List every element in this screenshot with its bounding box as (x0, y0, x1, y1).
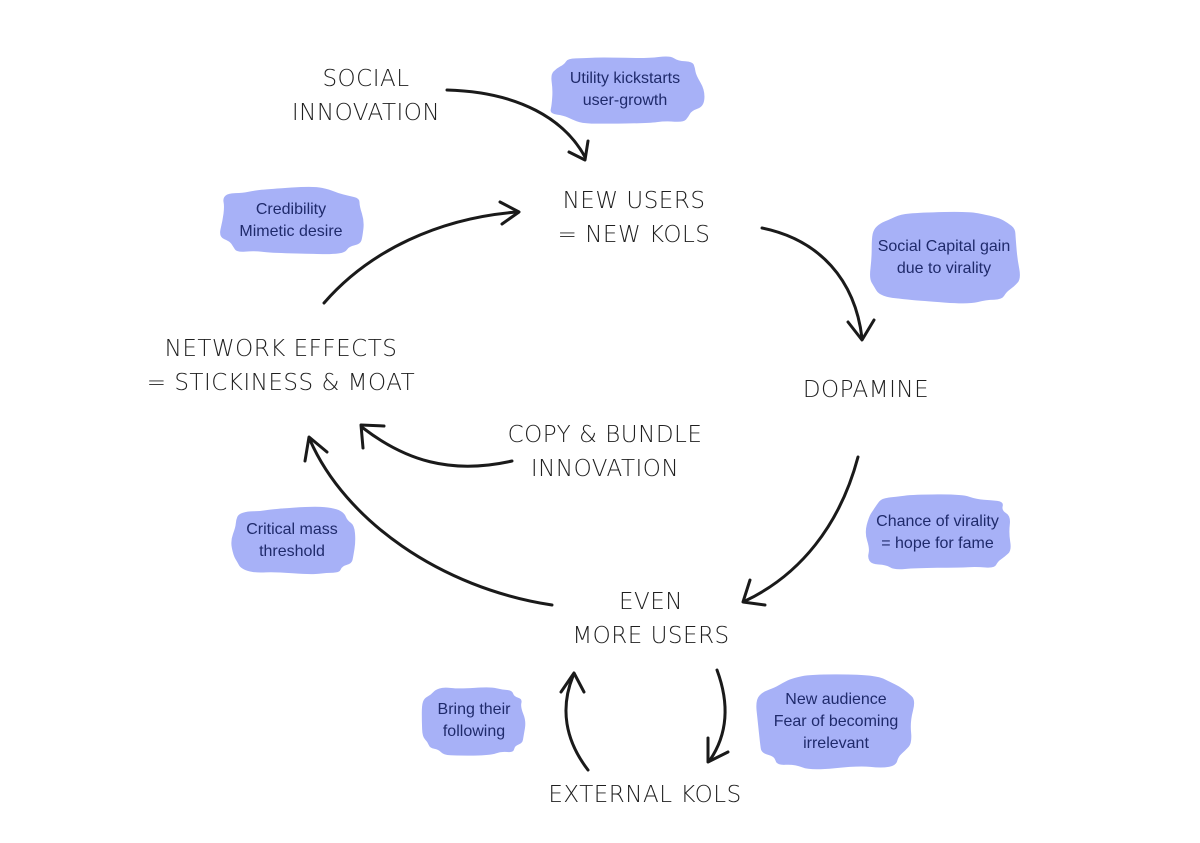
note-highlight (550, 56, 705, 124)
note-highlight-shape (756, 674, 915, 770)
note-highlight-shape (550, 56, 705, 124)
arrow-new-users-to-dopamine (760, 226, 876, 342)
note-utility-text: Utility kickstarts user-growth (569, 70, 681, 109)
note-highlight (421, 687, 526, 756)
note-virality-text: Chance of virality = hope for fame (876, 513, 999, 552)
note-credibility-text: Credibility Mimetic desire (239, 201, 343, 240)
note-highlight (756, 674, 915, 770)
note-highlight-shape (865, 494, 1011, 570)
note-new-audience: New audience Fear of becoming irrelevant (750, 668, 922, 776)
arrow-network-effects-to-new-users (322, 200, 521, 305)
arrow-social-innovation-to-new-users (445, 88, 590, 162)
node-external-kols: EXTERNAL KOLS (548, 782, 742, 808)
note-highlight (220, 186, 364, 255)
note-highlight (865, 494, 1011, 570)
note-critical-mass-text: Critical mass threshold (246, 521, 338, 560)
arrow-even-more-users-to-network-effects (303, 435, 554, 607)
note-bring-following-text: Bring their following (437, 701, 511, 740)
note-utility: Utility kickstarts user-growth (540, 48, 710, 132)
arrow-dopamine-to-even-more-users (741, 455, 860, 607)
note-highlight-shape (231, 506, 356, 575)
note-new-audience-text: New audience Fear of becoming irrelevant (773, 691, 899, 752)
note-social-capital-text: Social Capital gain due to virality (877, 238, 1011, 277)
note-highlight (231, 506, 356, 575)
node-copy-bundle-innovation: COPY & BUNDLE INNOVATION (507, 422, 703, 482)
node-dopamine: DOPAMINE (802, 377, 930, 403)
note-highlight-shape (421, 687, 526, 756)
arrow-even-more-users-to-external-kols (706, 668, 730, 764)
note-bring-following: Bring their following (415, 680, 533, 762)
node-social-innovation: SOCIAL INNOVATION (291, 66, 441, 126)
node-even-more-users: EVEN MORE USERS (572, 589, 730, 649)
note-highlight (870, 211, 1020, 304)
arrow-copy-bundle-to-network-effects (359, 423, 514, 468)
note-critical-mass: Critical mass threshold (222, 500, 362, 582)
arrow-external-kols-to-even-more-users (559, 671, 590, 772)
node-new-users: NEW USERS = NEW KOLS (557, 188, 711, 248)
note-virality: Chance of virality = hope for fame (855, 488, 1020, 578)
note-highlight-shape (870, 211, 1020, 304)
note-credibility: Credibility Mimetic desire (212, 180, 370, 262)
note-highlight-shape (220, 186, 364, 255)
note-social-capital: Social Capital gain due to virality (860, 206, 1028, 310)
node-network-effects: NETWORK EFFECTS = STICKINESS & MOAT (146, 336, 416, 396)
